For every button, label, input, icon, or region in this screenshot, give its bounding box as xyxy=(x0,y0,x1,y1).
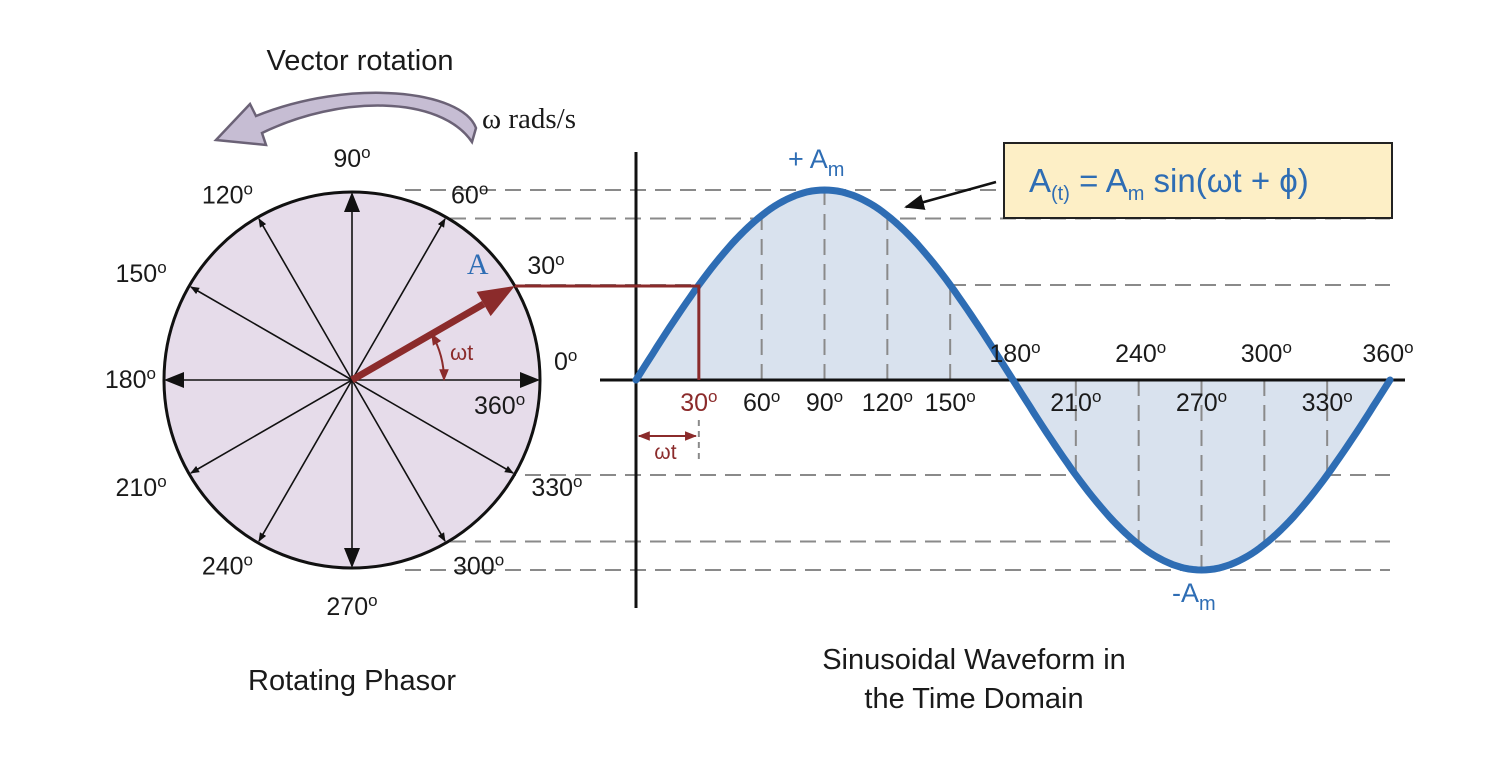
vector-label: A xyxy=(467,248,489,281)
spoke-120 xyxy=(258,218,353,381)
waveform-caption-line-1: Sinusoidal Waveform in xyxy=(822,644,1126,676)
peak-max-label: + Am xyxy=(788,144,844,181)
spoke-210 xyxy=(190,379,353,474)
axis-label-180: 180o xyxy=(989,338,1040,368)
waveform-axis-labels: 30o 60o 90o 120o 150o 210o 270o 330o 180o 240o 300… xyxy=(680,338,1413,417)
circle-angle-label-30: 30o xyxy=(527,250,564,280)
waveform-caption-line-2: the Time Domain xyxy=(864,683,1083,715)
circle-angle-label-330: 330o xyxy=(531,472,582,502)
spoke-330 xyxy=(351,379,514,474)
spoke-240 xyxy=(258,379,353,542)
phasor-vector-group: ωt Aωt xyxy=(350,248,701,464)
circle-angle-label-60: 60o xyxy=(451,180,488,210)
circle-angle-label-240: 240o xyxy=(202,550,253,580)
formula-text: A(t) = Am sin(ωt + ϕ) xyxy=(1029,162,1309,205)
angle-label-circle: ωt xyxy=(450,340,473,365)
circle-angle-label-120: 120o xyxy=(202,180,253,210)
phasor-arrowhead-icon xyxy=(476,286,515,317)
phasor-caption: Rotating Phasor xyxy=(248,665,456,697)
angle-arc xyxy=(430,332,449,382)
rotation-arrow-icon xyxy=(213,91,478,147)
axis-label-60: 60o xyxy=(743,387,780,417)
formula-box xyxy=(1003,142,1393,219)
axis-label-150: 150o xyxy=(925,387,976,417)
rotation-rate-label: ω rads/s xyxy=(482,103,576,135)
circle-angle-label-180: 180o xyxy=(105,364,156,394)
formula-pointer-arrow xyxy=(904,180,997,210)
axis-label-300: 300o xyxy=(1241,338,1292,368)
axis-label-240: 240o xyxy=(1115,338,1166,368)
phasor-projection xyxy=(514,284,701,380)
spoke-150 xyxy=(190,286,353,381)
spoke-300 xyxy=(351,379,446,542)
phasor-vector xyxy=(350,300,486,384)
circle-angle-label-270: 270o xyxy=(326,591,377,621)
circle-angle-label-150: 150o xyxy=(115,258,166,288)
circle-angle-label-0: 0o xyxy=(554,346,577,376)
spoke-60 xyxy=(351,218,446,381)
angle-label-axis: ωt xyxy=(654,441,676,464)
circle-angle-label-90: 90o xyxy=(333,143,370,173)
circle-angle-label-210: 210o xyxy=(115,472,166,502)
peak-min-label: -Am xyxy=(1172,578,1216,615)
circle-angle-label-360: 360o xyxy=(474,390,525,420)
circle-angle-label-300: 300o xyxy=(453,550,504,580)
axis-label-360: 360o xyxy=(1362,338,1413,368)
axis-label-270: 270o xyxy=(1176,387,1227,417)
circle-angle-labels: 0o 30o 60o 90o 120o 150o 180o 210o 240o 270o 300o 3… xyxy=(105,143,583,621)
axis-label-30: 30o xyxy=(680,387,717,417)
sine-waveform xyxy=(632,186,1394,574)
vector-rotation-title: Vector rotation xyxy=(267,45,454,77)
axis-label-90: 90o xyxy=(806,387,843,417)
axis-label-210: 210o xyxy=(1050,387,1101,417)
axis-label-330: 330o xyxy=(1302,387,1353,417)
axis-label-120: 120o xyxy=(862,387,913,417)
